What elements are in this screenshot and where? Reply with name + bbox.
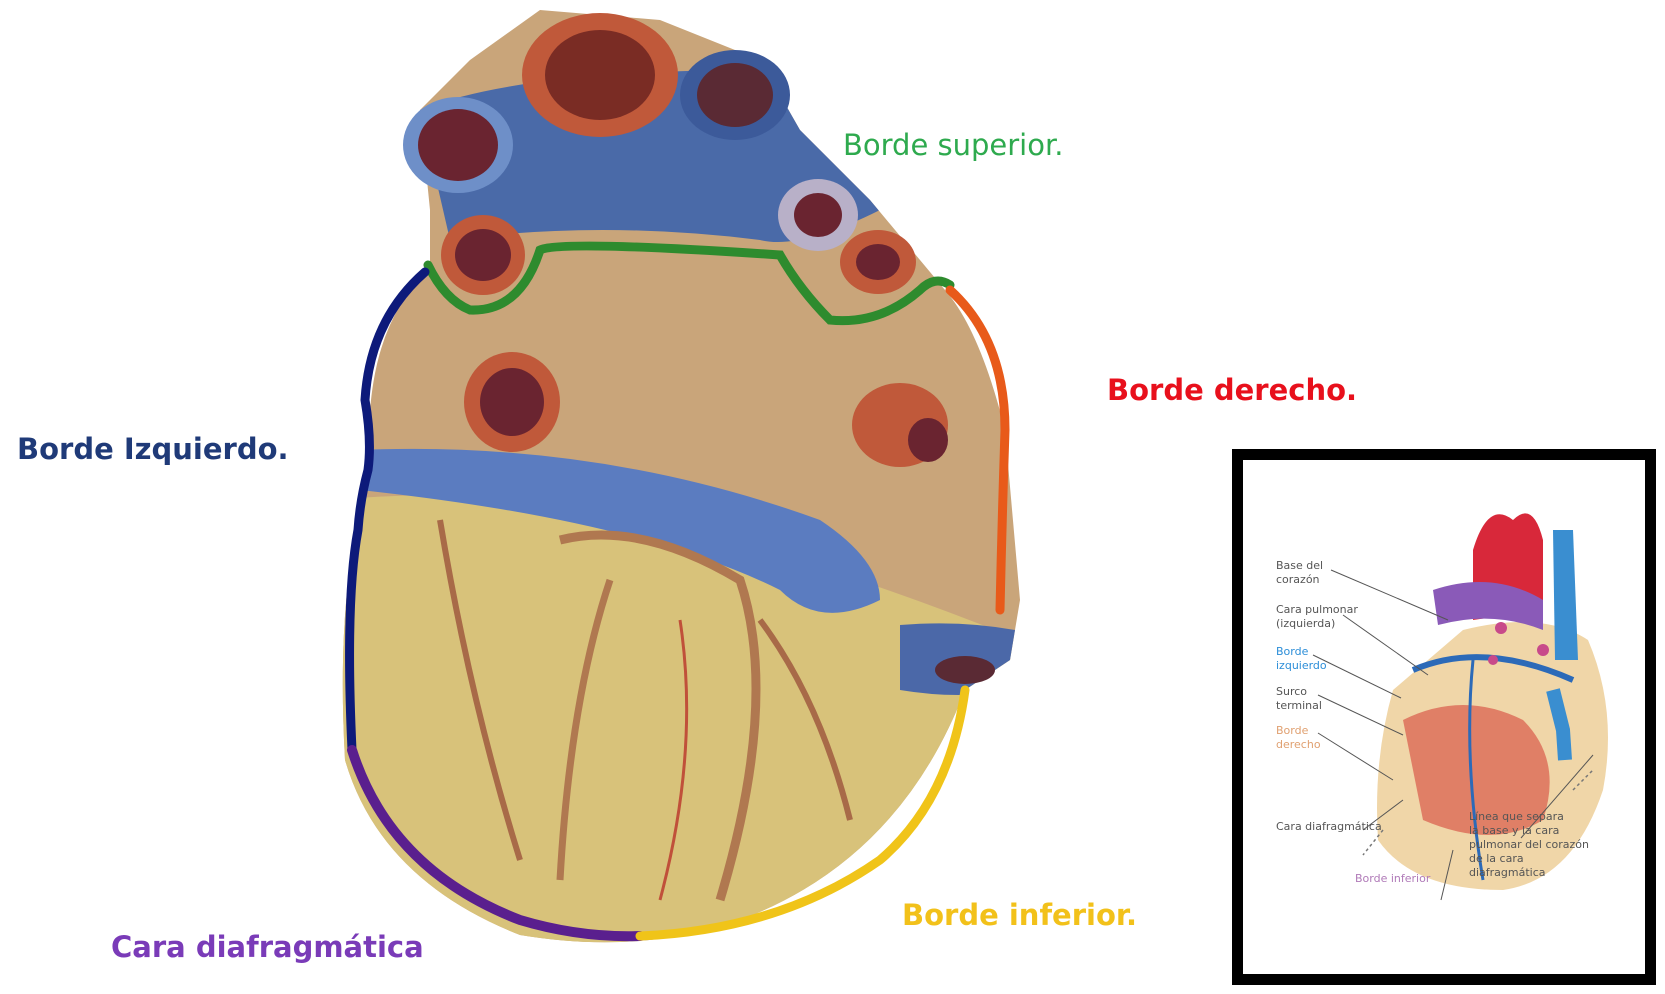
- borde-inferior-label: Borde inferior.: [902, 898, 1137, 932]
- cara-diafragmatica-label: Cara diafragmática: [111, 930, 424, 964]
- borde-derecho-label: Borde derecho.: [1107, 373, 1357, 407]
- inset-label-cara-diafragmatica: Cara diafragmática: [1276, 820, 1382, 834]
- inset-label-surco: Surco terminal: [1276, 685, 1322, 713]
- borde-superior-label: Borde superior.: [843, 128, 1063, 162]
- inset-heart-illustration: [1243, 460, 1645, 974]
- inset-label-borde-izquierdo: Borde izquierdo: [1276, 645, 1327, 673]
- reference-inset-diagram: Base del corazón Cara pulmonar (izquierd…: [1232, 449, 1656, 985]
- inset-label-borde-derecho: Borde derecho: [1276, 724, 1321, 752]
- inset-label-cara-pulmonar: Cara pulmonar (izquierda): [1276, 603, 1358, 631]
- inset-label-linea: Línea que separa la base y la cara pulmo…: [1469, 810, 1589, 880]
- inset-label-borde-inferior: Borde inferior: [1355, 872, 1430, 886]
- inset-label-base: Base del corazón: [1276, 559, 1323, 587]
- borde-izquierdo-label: Borde Izquierdo.: [17, 432, 289, 466]
